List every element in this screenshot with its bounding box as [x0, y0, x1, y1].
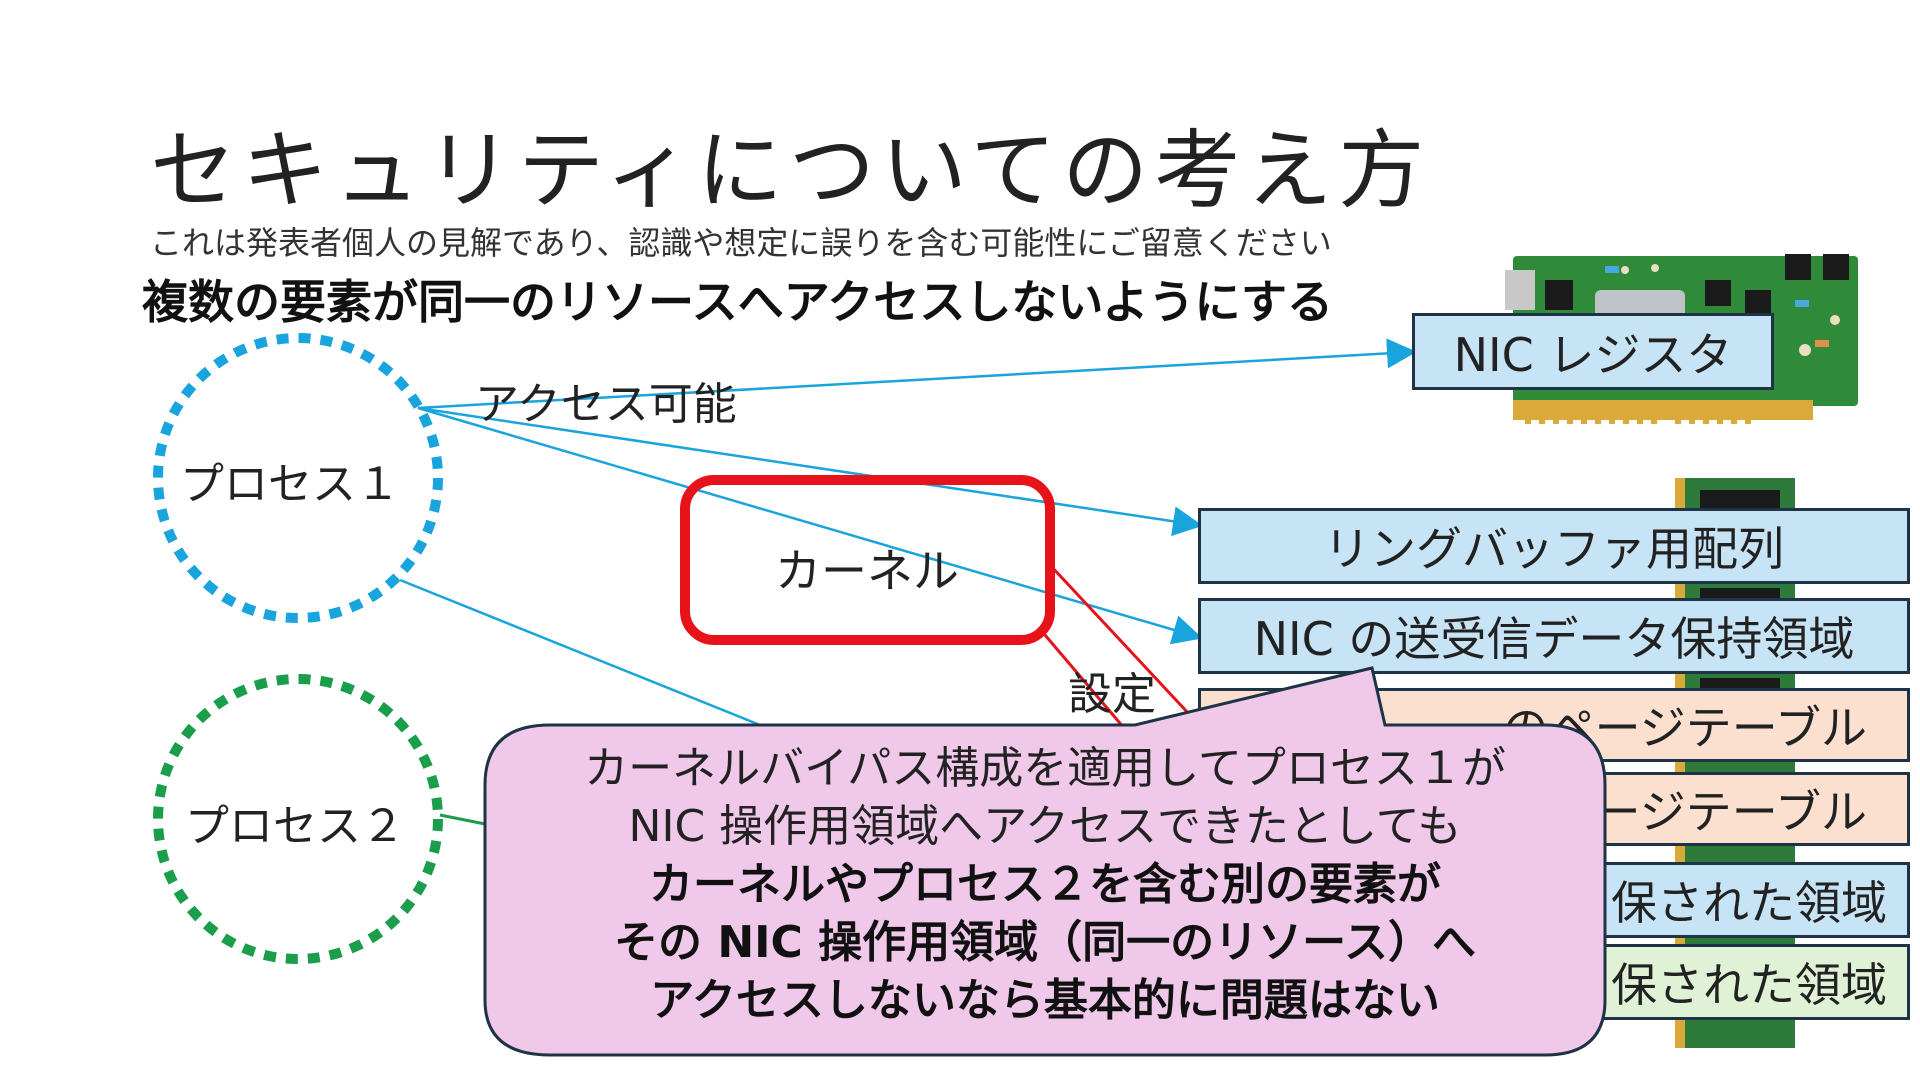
process2-connector	[439, 813, 491, 827]
process1-label: プロセス１	[180, 459, 400, 510]
access-label: アクセス可能	[475, 379, 737, 430]
callout-line-3: カーネルやプロセス２を含む別の要素が	[649, 859, 1441, 910]
slide-title: セキュリティについての考え方	[150, 121, 1431, 221]
process1-circle	[153, 333, 443, 623]
slide-subtitle: これは発表者個人の見解であり、認識や想定に誤りを含む可能性にご留意ください	[150, 224, 1332, 262]
access-arrow-ring-buffer	[417, 406, 1203, 537]
callout-line-4: その NIC 操作用領域（同一のリソース）へ	[614, 917, 1476, 968]
kernel-box	[680, 475, 1055, 645]
callout-line-2: NIC 操作用領域へアクセスできたとしても	[628, 801, 1462, 852]
callout-line-5: アクセスしないなら基本的に問題はない	[650, 975, 1440, 1026]
process2-label: プロセス２	[185, 801, 405, 852]
access-arrow-nic-data	[417, 406, 1203, 645]
region-nic-data: NIC の送受信データ保持領域	[1198, 598, 1910, 674]
process1-to-callout-line	[399, 578, 761, 727]
slide-heading: 複数の要素が同一のリソースへアクセスしないようにする	[142, 275, 1333, 329]
nic-register-label: NIC レジスタ	[1453, 327, 1733, 382]
callout-text: カーネルバイパス構成を適用してプロセス１が NIC 操作用領域へアクセスできたと…	[485, 740, 1605, 1030]
setting-label: 設定	[1068, 669, 1156, 720]
kernel-setting-line-2	[1043, 634, 1132, 736]
kernel-label: カーネル	[775, 544, 959, 598]
access-arrow-nic-register	[417, 338, 1417, 410]
region-ring-buffer: リングバッファ用配列	[1198, 508, 1910, 584]
process2-circle	[153, 674, 443, 964]
nic-register-box: NIC レジスタ	[1412, 313, 1774, 390]
callout-line-1: カーネルバイパス構成を適用してプロセス１が	[584, 743, 1506, 794]
kernel-setting-line-1	[1048, 563, 1192, 717]
